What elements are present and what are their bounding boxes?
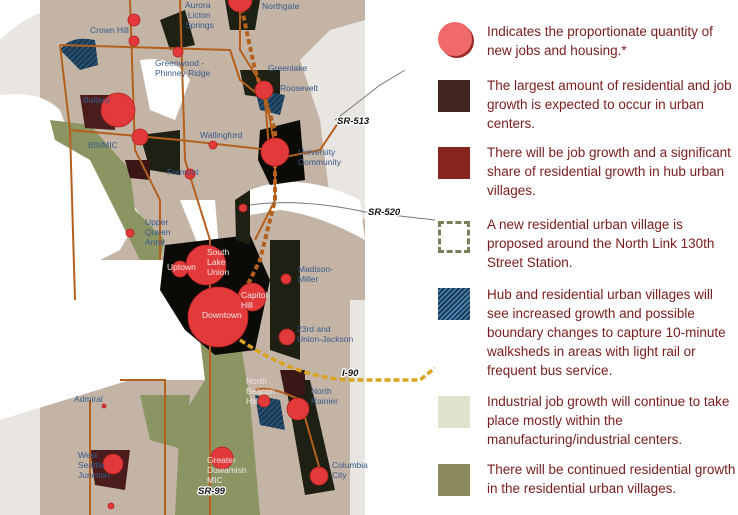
legend-text: The largest amount of residential and jo…: [487, 78, 732, 131]
growth-circle: [127, 13, 141, 27]
hatched-swatch: [438, 288, 470, 320]
place-label: Fremont: [167, 167, 199, 177]
place-label: Northgate: [262, 1, 300, 11]
red-circle-icon: [438, 22, 472, 56]
place-label: Admiral: [74, 394, 103, 404]
sr513-line: [334, 69, 406, 121]
growth-circle: [254, 80, 274, 100]
industrial-swatch: [438, 396, 470, 428]
growth-circle: [107, 502, 115, 510]
road-label: I-90: [342, 368, 359, 379]
growth-circle: [286, 397, 310, 421]
growth-circle: [131, 128, 149, 146]
place-label: Downtown: [202, 310, 242, 320]
place-label: Wallingford: [200, 130, 242, 140]
legend-text: Hub and residential urban villages will …: [487, 287, 726, 378]
growth-circle: [309, 466, 329, 486]
growth-circle: [260, 137, 290, 167]
growth-circle: [102, 453, 124, 475]
growth-circle: [208, 140, 218, 150]
i90-line: [239, 338, 435, 382]
residential-village-swatch: [438, 464, 470, 496]
legend-text: A new residential urban village is propo…: [487, 217, 715, 270]
growth-circle: [101, 403, 107, 409]
place-label: Greenlake: [268, 63, 307, 73]
growth-circle: [257, 394, 271, 408]
growth-circle: [210, 446, 234, 470]
legend-text: Indicates the proportionate quantity of …: [487, 24, 713, 58]
road-label: SR-99: [198, 486, 226, 497]
place-label: BINMIC: [88, 140, 118, 150]
growth-circle: [184, 168, 196, 180]
place-label: Roosevelt: [280, 83, 318, 93]
growth-circle: [172, 46, 184, 58]
growth-circle: [100, 92, 136, 128]
transit-lines: [59, 0, 341, 515]
place-label: Madison-Miller: [298, 264, 333, 284]
growth-circle: [280, 273, 292, 285]
road-label: SR-520: [368, 207, 401, 218]
place-label: Uptown: [167, 262, 196, 272]
road-label: SR-513: [337, 116, 370, 127]
legend-text: There will be job growth and a significa…: [487, 145, 731, 198]
sr520-line: [249, 202, 435, 221]
growth-circles: [100, 0, 329, 510]
growth-circle: [227, 0, 253, 13]
dashed-square-icon: [438, 221, 470, 253]
growth-circle: [171, 260, 189, 278]
hub-village-swatch: [438, 147, 470, 179]
place-label: Ballard: [83, 95, 110, 105]
place-label: Greenwood -Phinney Ridge: [155, 58, 211, 78]
growth-circle: [125, 228, 135, 238]
growth-circle: [278, 328, 296, 346]
legend-text: There will be continued residential grow…: [487, 462, 736, 496]
place-label: Crown Hill: [90, 25, 129, 35]
growth-circle: [128, 35, 140, 47]
legend-text: Industrial job growth will continue to t…: [487, 394, 730, 447]
growth-circle: [187, 286, 249, 348]
growth-circle: [238, 203, 248, 213]
urban-center-swatch: [438, 80, 470, 112]
